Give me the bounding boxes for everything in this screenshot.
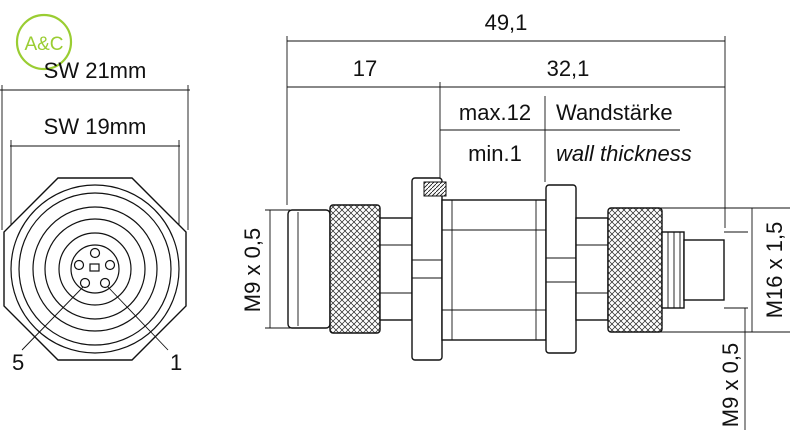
logo-ring [15, 13, 73, 71]
m9-right-thread-label: M9 x 0,5 [718, 343, 743, 427]
flange-nut [411, 177, 443, 361]
total-length-label: 49,1 [485, 10, 528, 35]
right-thread-stub [661, 231, 685, 309]
seal-ring [423, 181, 447, 197]
right-contact-end [683, 239, 725, 301]
hex-nut-outline [3, 177, 187, 361]
left-hex-section [379, 217, 413, 321]
side-view: 49,1 17 32,1 max.12 Wandstärke min.1 wal… [240, 10, 790, 430]
right-knurled-nut [607, 207, 663, 333]
pin-5-label: 5 [12, 350, 24, 375]
ac-logo: A&C [15, 13, 73, 71]
front-view: SW 21mm SW 19mm 5 1 [0, 58, 190, 375]
right-hex-section [575, 217, 609, 321]
mounting-nut [545, 184, 577, 354]
pin-1-label: 1 [170, 350, 182, 375]
pin-3 [73, 259, 85, 271]
wall-en-label: wall thickness [556, 141, 692, 166]
nut-circle-outer [10, 184, 180, 354]
wall-min-label: min.1 [468, 141, 522, 166]
left-thread-label: M9 x 0,5 [240, 228, 265, 312]
pin-4 [79, 277, 91, 289]
right-length-label: 32,1 [547, 56, 590, 81]
central-housing [441, 199, 547, 341]
sw-outer-label: SW 21mm [44, 58, 147, 83]
socket-circle [58, 232, 132, 306]
nut-circle-2 [18, 192, 172, 346]
logo-text: A&C [24, 34, 63, 55]
pin-5-leader [21, 286, 84, 351]
pin-insert-circle [70, 244, 120, 294]
pin-2 [89, 247, 101, 259]
left-knurled-nut [329, 204, 381, 334]
sw-inner-label: SW 19mm [44, 114, 147, 139]
pin-1 [104, 259, 116, 271]
wall-de-label: Wandstärke [556, 100, 673, 125]
pin-1-leader [107, 286, 169, 351]
left-plug-face [287, 209, 331, 329]
nut-circle-4 [44, 218, 146, 320]
coding-key [89, 263, 100, 272]
left-length-label: 17 [353, 56, 377, 81]
wall-max-label: max.12 [459, 100, 531, 125]
m16-thread-label: M16 x 1,5 [762, 222, 787, 319]
pin-5 [99, 277, 111, 289]
nut-circle-3 [32, 206, 158, 332]
